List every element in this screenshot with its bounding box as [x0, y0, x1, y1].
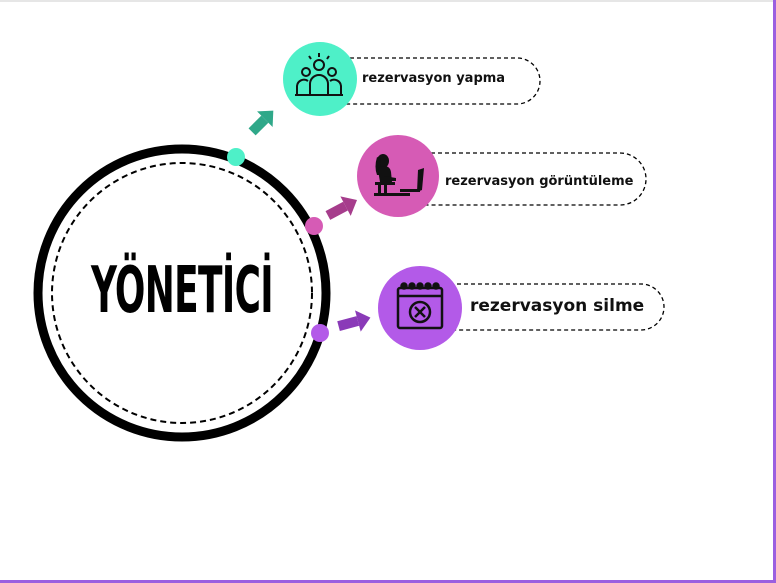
connector-dot-2	[305, 217, 323, 235]
item-3-pill	[419, 283, 665, 331]
arrow-2	[325, 196, 358, 220]
item-2-label: rezervasyon görüntüleme	[445, 174, 634, 189]
connector-dot-3	[311, 324, 329, 342]
top-border	[0, 0, 776, 2]
arrow-3	[337, 310, 371, 332]
person-at-computer-icon	[374, 154, 424, 196]
item-3-label: rezervasyon silme	[470, 296, 644, 316]
hub-title: YÖNETİCİ	[90, 252, 273, 328]
right-border	[773, 0, 776, 583]
team-people-icon	[295, 53, 343, 96]
item-1-label: rezervasyon yapma	[362, 71, 505, 86]
item-3-circle	[378, 266, 462, 350]
connector-dot-1	[227, 148, 245, 166]
bottom-border	[0, 580, 776, 583]
item-rezervasyon-yapma: rezervasyon yapma	[283, 42, 541, 116]
item-rezervasyon-silme: rezervasyon silme	[378, 266, 665, 350]
item-2-circle	[357, 135, 439, 217]
item-1-circle	[283, 42, 357, 116]
calendar-delete-icon	[396, 282, 444, 330]
item-rezervasyon-goruntuleme: rezervasyon görüntüleme	[357, 135, 647, 217]
arrow-1	[248, 110, 274, 136]
central-hub: YÖNETİCİ	[33, 144, 331, 442]
hub-outer-ring	[33, 144, 331, 442]
hub-dashed-ring	[51, 162, 313, 424]
